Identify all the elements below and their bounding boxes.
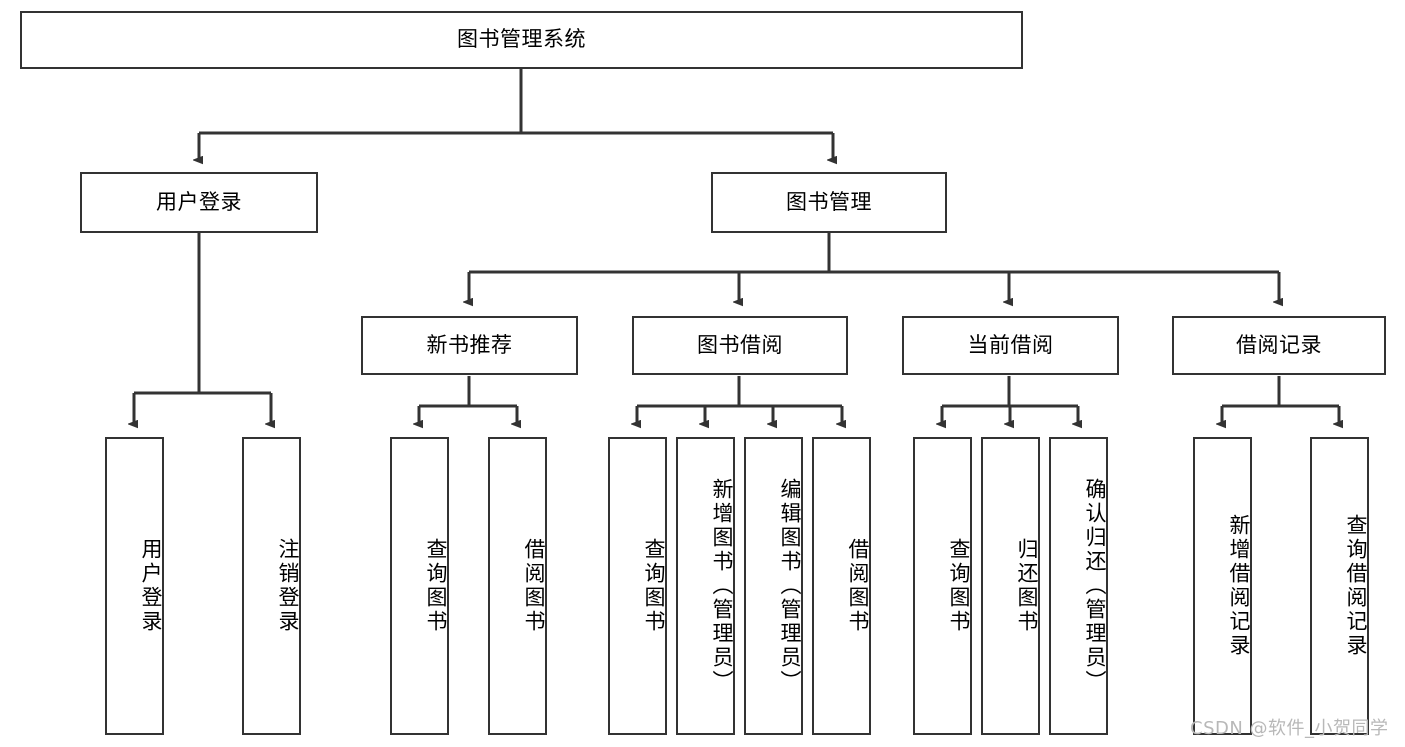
node-leaf-query-book-3[interactable]: 查询图书 xyxy=(913,437,972,735)
node-leaf-query-book-1-label: 查询图书 xyxy=(424,538,448,634)
node-leaf-query-book-1[interactable]: 查询图书 xyxy=(390,437,449,735)
node-leaf-logout[interactable]: 注销登录 xyxy=(242,437,301,735)
node-leaf-query-record[interactable]: 查询借阅记录 xyxy=(1310,437,1369,735)
node-root-label: 图书管理系统 xyxy=(457,27,586,52)
node-leaf-query-book-3-label: 查询图书 xyxy=(947,538,971,634)
node-current-borrow[interactable]: 当前借阅 xyxy=(902,316,1119,375)
node-leaf-borrow-book-1-label: 借阅图书 xyxy=(522,538,546,634)
node-leaf-borrow-book-2-label: 借阅图书 xyxy=(846,538,870,634)
node-new-book-recommend-label: 新书推荐 xyxy=(426,332,513,357)
node-user-login-label: 用户登录 xyxy=(156,189,242,214)
node-book-manage-label: 图书管理 xyxy=(786,189,872,214)
csdn-watermark: CSDN @软件_小贺同学 xyxy=(1190,718,1389,739)
node-borrow-record-label: 借阅记录 xyxy=(1236,332,1322,357)
node-book-manage[interactable]: 图书管理 xyxy=(711,172,947,233)
node-leaf-borrow-book-1[interactable]: 借阅图书 xyxy=(488,437,547,735)
node-leaf-edit-book-label: 编辑图书（管理员） xyxy=(778,478,802,694)
node-leaf-edit-book[interactable]: 编辑图书（管理员） xyxy=(744,437,803,735)
node-leaf-logout-label: 注销登录 xyxy=(276,538,300,634)
node-leaf-user-login-label: 用户登录 xyxy=(139,538,163,634)
node-book-borrow-label: 图书借阅 xyxy=(697,332,783,357)
node-user-login[interactable]: 用户登录 xyxy=(80,172,318,233)
node-leaf-return-book[interactable]: 归还图书 xyxy=(981,437,1040,735)
node-new-book-recommend[interactable]: 新书推荐 xyxy=(361,316,578,375)
node-leaf-add-record-label: 新增借阅记录 xyxy=(1227,514,1251,658)
node-leaf-query-record-label: 查询借阅记录 xyxy=(1344,514,1368,658)
node-leaf-user-login[interactable]: 用户登录 xyxy=(105,437,164,735)
node-leaf-confirm-return[interactable]: 确认归还（管理员） xyxy=(1049,437,1108,735)
node-borrow-record[interactable]: 借阅记录 xyxy=(1172,316,1386,375)
node-root[interactable]: 图书管理系统 xyxy=(20,11,1023,69)
node-leaf-add-record[interactable]: 新增借阅记录 xyxy=(1193,437,1252,735)
node-leaf-query-book-2-label: 查询图书 xyxy=(642,538,666,634)
node-book-borrow[interactable]: 图书借阅 xyxy=(632,316,848,375)
node-leaf-add-book[interactable]: 新增图书（管理员） xyxy=(676,437,735,735)
node-leaf-query-book-2[interactable]: 查询图书 xyxy=(608,437,667,735)
node-leaf-confirm-return-label: 确认归还（管理员） xyxy=(1083,478,1107,694)
node-leaf-return-book-label: 归还图书 xyxy=(1015,538,1039,634)
node-current-borrow-label: 当前借阅 xyxy=(967,332,1054,357)
node-leaf-add-book-label: 新增图书（管理员） xyxy=(710,478,734,694)
node-leaf-borrow-book-2[interactable]: 借阅图书 xyxy=(812,437,871,735)
